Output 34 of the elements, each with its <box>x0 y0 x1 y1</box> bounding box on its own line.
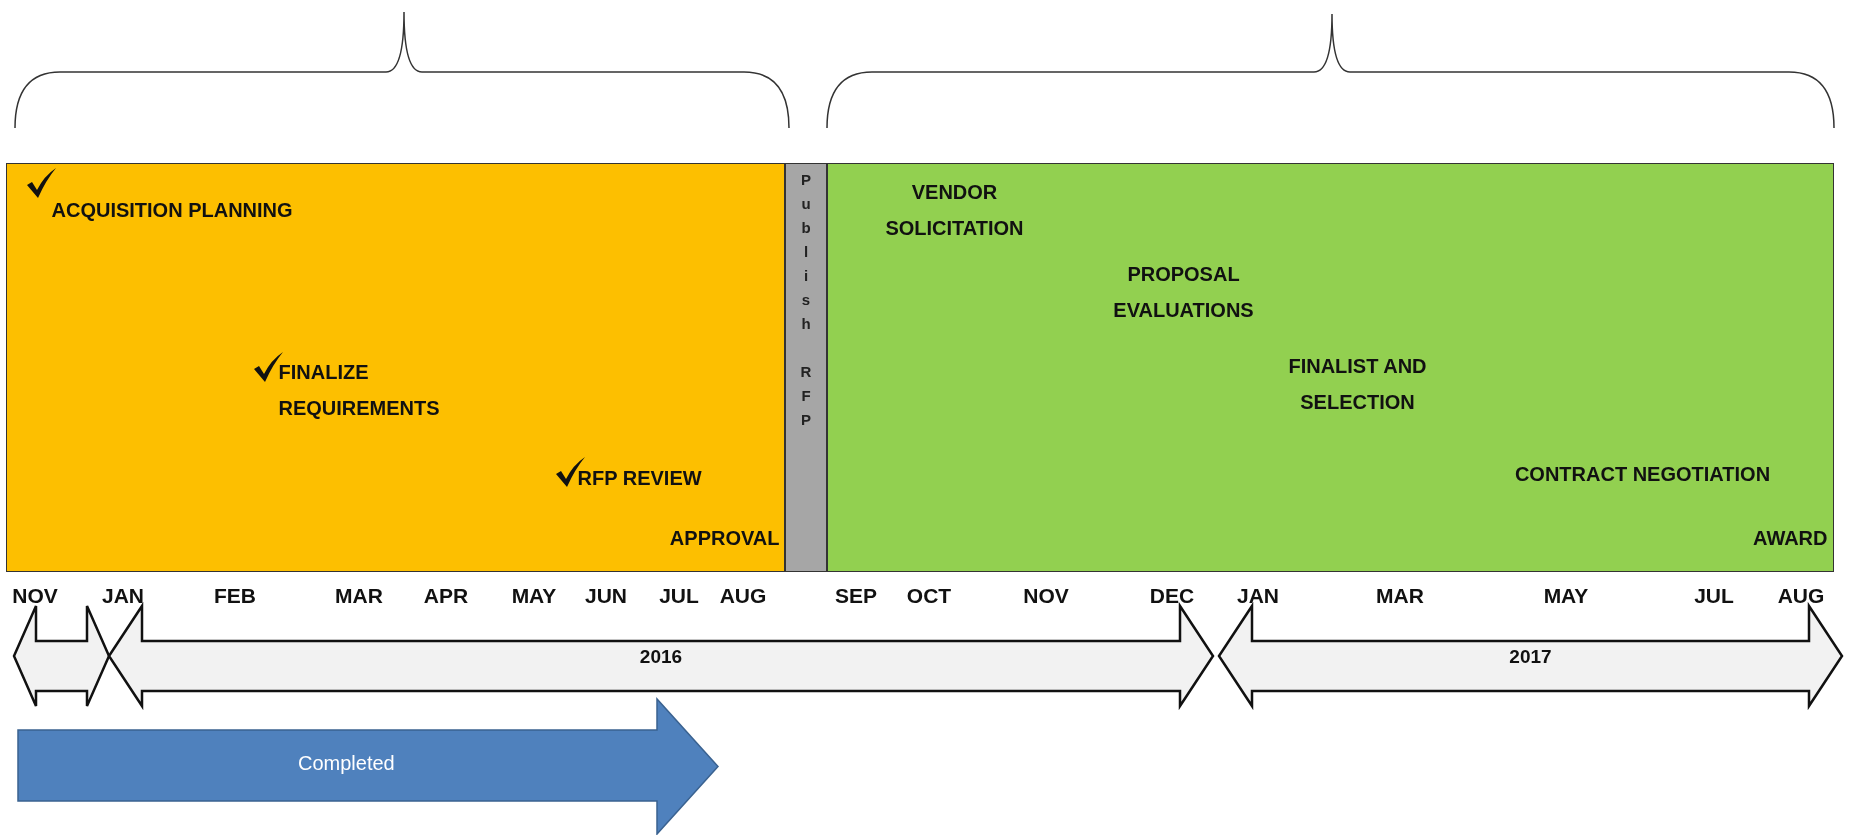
phase-panel <box>6 163 785 572</box>
month-label: MAR <box>1376 584 1424 608</box>
month-label: NOV <box>1023 584 1069 608</box>
month-label: JUN <box>585 584 627 608</box>
month-label: SEP <box>835 584 877 608</box>
month-label: MAY <box>1543 584 1589 608</box>
month-label: APR <box>423 584 469 608</box>
month-label: MAR <box>335 584 383 608</box>
phase-label: FINALIZE REQUIREMENTS <box>278 359 441 421</box>
phase-label: PROPOSAL EVALUATIONS <box>1112 261 1255 323</box>
month-label: JAN <box>102 584 144 608</box>
month-label: JUL <box>659 584 699 608</box>
month-label: OCT <box>906 584 952 608</box>
month-label: JUL <box>1694 584 1734 608</box>
phase-label: RFP REVIEW <box>577 465 703 491</box>
phase-label: FINALIST AND SELECTION <box>1287 353 1428 415</box>
month-label: MAY <box>511 584 557 608</box>
phase-panel <box>827 163 1834 572</box>
month-label: DEC <box>1149 584 1195 608</box>
year-label: 2017 <box>1508 645 1553 669</box>
phase-label: ACQUISITION PLANNING <box>51 197 294 223</box>
status-label: Completed <box>298 751 395 776</box>
vertical-label: Publish RFP <box>799 170 813 430</box>
publish-band <box>785 163 827 572</box>
month-label: JAN <box>1237 584 1279 608</box>
year-label: 2016 <box>638 645 684 669</box>
phase-label: VENDOR SOLICITATION <box>884 179 1025 241</box>
phase-label: AWARD <box>1752 525 1828 551</box>
month-label: AUG <box>719 584 767 608</box>
month-label: AUG <box>1777 584 1825 608</box>
phase-label: CONTRACT NEGOTIATION <box>1513 461 1772 487</box>
month-label: NOV <box>12 584 58 608</box>
phase-label: APPROVAL <box>668 525 780 551</box>
month-label: FEB <box>214 584 256 608</box>
